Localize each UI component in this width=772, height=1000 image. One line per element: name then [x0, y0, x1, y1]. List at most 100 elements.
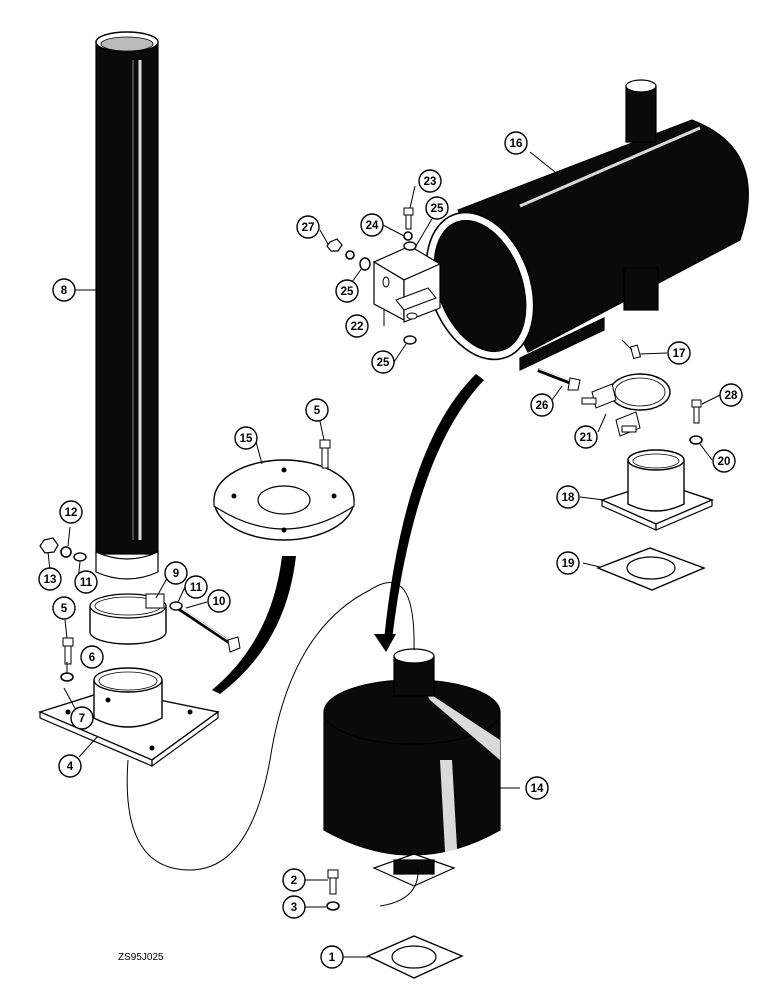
- nut-13: [39, 537, 59, 554]
- svg-text:10: 10: [213, 596, 226, 608]
- washer-6: [60, 672, 74, 682]
- callout-19: 19: [556, 551, 580, 575]
- leader-lines: [47, 151, 721, 958]
- svg-text:12: 12: [65, 507, 78, 519]
- callout-26: 26: [530, 393, 554, 417]
- callout-5-upper: 5: [305, 398, 329, 422]
- svg-text:25: 25: [431, 203, 444, 215]
- bottom-gasket: [366, 935, 464, 979]
- callout-15: 15: [234, 426, 258, 450]
- svg-text:8: 8: [61, 285, 68, 297]
- elbow-gasket: [596, 547, 706, 591]
- svg-text:27: 27: [302, 222, 315, 234]
- setscrew-17: [629, 344, 642, 360]
- svg-text:26: 26: [536, 400, 549, 412]
- bolt-5-upper: [319, 439, 331, 469]
- callout-25-top: 25: [425, 196, 449, 220]
- svg-text:23: 23: [424, 176, 437, 188]
- washer-3: [326, 901, 340, 911]
- svg-text:24: 24: [366, 220, 379, 232]
- svg-text:11: 11: [80, 577, 93, 589]
- svg-text:16: 16: [510, 138, 523, 150]
- stack-pipe: [95, 31, 159, 580]
- muffler: [323, 648, 501, 887]
- callout-28: 28: [719, 383, 743, 407]
- exhaust-clamp: [581, 373, 671, 437]
- callout-11-right: 11: [184, 575, 208, 599]
- washer-20: [689, 435, 703, 445]
- lock-washer-24-left: [345, 250, 355, 260]
- svg-text:25: 25: [377, 357, 390, 369]
- bolt-23: [403, 207, 414, 230]
- svg-text:18: 18: [562, 492, 575, 504]
- callout-6: 6: [80, 645, 104, 669]
- drawing-code: ZS95J025: [118, 952, 164, 963]
- svg-text:13: 13: [44, 574, 57, 586]
- svg-text:25: 25: [341, 286, 354, 298]
- bolt-26: [537, 368, 581, 391]
- elbow-flange: [600, 449, 714, 531]
- callout-21: 21: [574, 425, 598, 449]
- callout-12: 12: [59, 500, 83, 524]
- assembly-arrow-center: [384, 374, 484, 640]
- washer-25-top: [403, 241, 417, 251]
- svg-text:22: 22: [351, 321, 364, 333]
- callout-11-left: 11: [74, 570, 98, 594]
- callout-10: 10: [207, 589, 231, 613]
- svg-text:6: 6: [89, 652, 95, 664]
- callout-4: 4: [58, 754, 82, 778]
- callout-22: 22: [345, 314, 369, 338]
- clamp-bolt: [176, 606, 241, 653]
- guide-line-bottom: [379, 867, 419, 907]
- washer-24: [403, 231, 413, 241]
- washer-11-right: [169, 601, 183, 611]
- svg-text:7: 7: [79, 713, 85, 725]
- svg-text:21: 21: [580, 432, 593, 444]
- callout-9: 9: [164, 561, 188, 585]
- svg-text:20: 20: [718, 456, 731, 468]
- guide-line-stack: [126, 582, 415, 871]
- lock-washer-12: [60, 546, 72, 558]
- callout-25-bottom: 25: [371, 350, 395, 374]
- svg-text:5: 5: [61, 603, 68, 615]
- bolt-5-left: [62, 637, 74, 665]
- callout-17: 17: [667, 341, 691, 365]
- band-clamp: [89, 593, 167, 645]
- nut-27: [326, 238, 343, 252]
- svg-text:3: 3: [291, 902, 297, 914]
- svg-text:14: 14: [531, 783, 544, 795]
- callout-13: 13: [38, 567, 62, 591]
- callout-16: 16: [504, 131, 528, 155]
- svg-text:15: 15: [240, 433, 253, 445]
- bolt-2: [327, 869, 339, 895]
- callout-3: 3: [282, 895, 306, 919]
- mounting-bracket: [372, 245, 442, 323]
- svg-text:9: 9: [173, 568, 179, 580]
- svg-text:5: 5: [314, 405, 321, 417]
- mounting-flange-plate: [37, 667, 220, 768]
- horizontal-muffler: [425, 79, 749, 371]
- callout-18: 18: [556, 485, 580, 509]
- callout-20: 20: [712, 449, 736, 473]
- arrow-head-center: [374, 634, 396, 652]
- svg-text:17: 17: [673, 348, 686, 360]
- callout-23: 23: [418, 169, 442, 193]
- svg-text:1: 1: [329, 952, 336, 964]
- bolt-28: [691, 399, 702, 424]
- callout-5-left: 5: [52, 596, 76, 620]
- callout-1: 1: [320, 945, 344, 969]
- callout-27: 27: [296, 215, 320, 239]
- callout-25-left: 25: [335, 279, 359, 303]
- assembly-arrow-left: [212, 556, 296, 694]
- callout-7: 7: [70, 706, 94, 730]
- svg-text:19: 19: [562, 558, 575, 570]
- washer-25-left: [359, 257, 371, 271]
- callout-14: 14: [525, 776, 549, 800]
- svg-text:28: 28: [725, 390, 738, 402]
- callout-24: 24: [360, 213, 384, 237]
- svg-text:11: 11: [190, 582, 203, 594]
- callout-8: 8: [52, 278, 76, 302]
- washer-25-bottom: [403, 335, 417, 345]
- svg-text:2: 2: [291, 875, 297, 887]
